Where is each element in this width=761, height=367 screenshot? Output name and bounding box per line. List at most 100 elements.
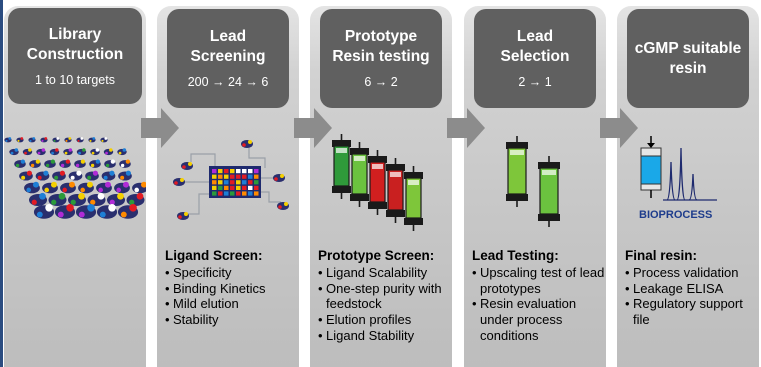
plate-well [236,191,241,196]
molecule-icon [117,204,139,219]
molecule-icon [76,148,87,156]
molecule-icon [44,159,56,168]
stage-subtitle: 6 → 2 [364,75,398,89]
plate-well [254,169,259,174]
molecule-icon [88,137,96,143]
plate-well [224,185,229,190]
plate-well [248,169,253,174]
bullet-item: Mild elution [165,296,299,312]
molecule-icon [74,159,86,168]
molecule-icon [104,159,116,168]
molecule-icon [29,192,47,206]
stage-column-cgmp-resin: cGMP suitable resin BIOPROCESS Fin [617,6,759,367]
plate-well [224,180,229,185]
molecule-icon [35,170,50,181]
bullet-item: Binding Kinetics [165,281,299,297]
bioprocess-label: BIOPROCESS [639,209,712,221]
molecule-icon [118,170,132,181]
molecule-icon [63,148,73,156]
molecule-icon [33,204,55,219]
stage-column-lead-screening: Lead Screening 200 → 24 → 6 Ligand Scree… [157,6,299,367]
molecule-icon [173,178,185,186]
stage-header: Lead Selection 2 → 1 [474,9,596,108]
molecule-icon [96,204,118,219]
stage-title-line: resin [669,59,707,77]
molecule-icon [68,192,86,206]
molecule-icon [42,181,58,194]
molecule-icon [89,159,101,168]
chromatogram-peaks-icon [663,147,717,201]
molecule-icon [100,137,108,143]
stage-column-lead-selection: Lead Selection 2 → 1 Lead Testing: Upsca… [464,6,606,367]
molecule-icon [85,170,99,181]
stage-header: cGMP suitable resin [627,9,749,108]
plate-well [248,180,253,185]
bullet-item: Leakage ELISA [625,281,759,297]
plate-well [236,174,241,179]
stage-title-line: Screening [190,48,266,65]
molecule-icon [132,181,148,194]
stage-panel: Final resin: Process validation Leakage … [625,248,759,328]
stage-column-library-construction: Library Construction 1 to 10 targets [4,6,148,367]
bullet-item: Resin evaluation under process condition… [472,296,606,343]
molecule-icon [22,148,33,156]
stage-title-line: Library [48,25,102,43]
molecule-icon [16,137,24,143]
molecule-icon [14,159,26,168]
molecule-icon [9,148,19,156]
flow-arrow-icon [141,108,179,148]
flow-arrow-icon [294,108,332,148]
panel-title: Final resin: [625,248,698,263]
plate-well [230,174,235,179]
stage-panel: Ligand Screen: Specificity Binding Kinet… [165,248,299,328]
resin-column-icon [386,158,405,223]
stage-title-line: Lead [516,28,554,45]
resin-column-icon [350,142,369,207]
plate-well [236,169,241,174]
stage-header: Library Construction 1 to 10 targets [8,8,142,104]
panel-title: Lead Testing: [472,248,559,263]
resin-column-icon [368,150,387,215]
molecule-icon [90,148,100,156]
stage-header: Prototype Resin testing 6 → 2 [320,9,442,108]
molecule-icon [60,181,76,194]
left-frame-line [0,0,3,367]
molecule-icon [117,148,127,156]
plate-well [218,180,223,185]
molecule-icon [241,140,253,148]
stage-subtitle: 200 → 24 → 6 [187,75,269,89]
plate-well [230,169,235,174]
plate-well [230,185,235,190]
bullet-item: Upscaling test of lead prototypes [472,265,606,297]
flow-arrow-icon [447,108,485,148]
stage-title: Lead Screening [191,27,266,67]
molecule-icon [29,159,41,168]
bullet-item: Elution profiles [318,312,452,328]
bullet-item: Stability [165,312,299,328]
molecule-icon [64,137,72,143]
molecule-icon [24,181,40,194]
chromatography-column-icon [640,136,662,198]
molecule-icon [114,181,130,194]
molecule-icon [75,204,97,219]
screening-plate-illustration [157,118,299,242]
molecule-icon [101,170,116,181]
stage-panel: Lead Testing: Upscaling test of lead pro… [472,248,606,344]
plate-well [248,185,253,190]
plate-well [248,174,253,179]
plate-well [242,180,247,185]
molecule-icon [273,174,285,182]
molecule-icon [49,148,60,156]
stage-title-line: Selection [500,48,570,65]
stage-panel: Prototype Screen: Ligand Scalability One… [318,248,452,344]
molecule-icon [52,137,60,143]
plate-well [212,191,217,196]
stage-title: cGMP suitable resin [635,39,742,79]
plate-well [212,180,217,185]
plate-well [230,191,235,196]
stage-title-line: Resin testing [332,48,430,65]
panel-title: Prototype Screen: [318,248,435,263]
molecule-icon [181,162,193,170]
resin-column-icon [404,166,423,231]
plate-well [224,174,229,179]
